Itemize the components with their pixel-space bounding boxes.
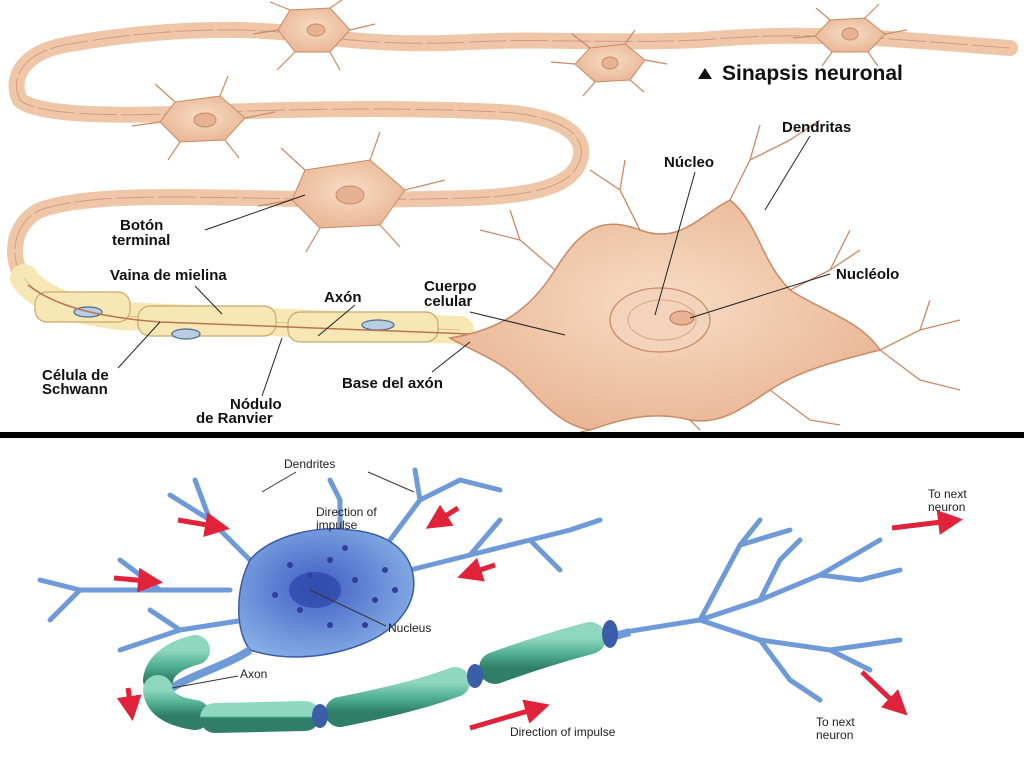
label-cuerpo-celular-1: Cuerpo: [424, 278, 477, 295]
arrow-terminal-top: [891, 509, 963, 535]
arrow-dendrite-left-top: [177, 512, 230, 537]
label-base-del-axon: Base del axón: [342, 375, 443, 392]
label-cuerpo-celular-2: celular: [424, 293, 473, 310]
small-neuron-4: [131, 75, 276, 161]
label-dendrites: Dendrites: [284, 457, 336, 471]
label-axon-es: Axón: [324, 289, 362, 306]
label-nodulo-de-ranvier-1: Nódulo: [230, 396, 282, 413]
small-neuron-1: [252, 0, 376, 71]
arrow-dendrite-right-mid: [457, 557, 496, 582]
arrow-axon-bottom: [469, 699, 550, 731]
impulse-arrows: [113, 504, 963, 731]
nucleus-shape: [609, 287, 711, 353]
green-myelin: [143, 620, 618, 733]
main-neuron: [10, 119, 961, 433]
small-neuron-5: [257, 131, 446, 253]
label-celula-de-schwann-1: Célula de: [42, 367, 109, 384]
main-dendrites: [479, 119, 961, 433]
label-nucleolo: Nucléolo: [836, 266, 900, 283]
label-dendritas: Dendritas: [782, 119, 852, 136]
label-direction-of-impulse-2: impulse: [316, 518, 358, 532]
label-nodulo-de-ranvier-2: de Ranvier: [196, 410, 273, 427]
label-to-next-neuron-top-1: To next: [928, 487, 967, 501]
arrow-dendrite-left-mid: [113, 567, 163, 593]
blue-nucleus: [289, 572, 341, 608]
blue-dendrites: [37, 467, 603, 653]
small-neuron-2: [550, 29, 668, 97]
label-boton-terminal-1: Botón: [120, 217, 164, 234]
label-boton-terminal-2: terminal: [112, 232, 171, 249]
bottom-neuron: [37, 467, 903, 733]
axon-terminals: [622, 517, 903, 703]
bottom-leader-lines: [171, 471, 415, 689]
label-to-next-neuron-bottom-1: To next: [816, 715, 855, 729]
top-neuron-chain: [6, 0, 1018, 286]
label-direction-of-impulse-bottom: Direction of impulse: [510, 725, 616, 739]
nucleolus-shape: [669, 310, 695, 326]
label-nucleus: Nucleus: [388, 621, 432, 635]
label-celula-de-schwann-2: Schwann: [42, 381, 108, 398]
arrow-dendrite-right-top: [425, 504, 460, 529]
label-axon-en: Axon: [240, 667, 268, 681]
title-triangle-icon: [698, 68, 712, 79]
myelin-segments: [34, 291, 439, 343]
label-to-next-neuron-top-2: neuron: [928, 500, 966, 514]
arrow-axon-left: [116, 687, 142, 721]
small-neuron-3: [792, 3, 908, 67]
arrow-terminal-bottom: [860, 670, 908, 716]
panel-divider: [0, 432, 1024, 438]
label-vaina-de-mielina: Vaina de mielina: [110, 267, 227, 284]
nissl-dots: [272, 545, 398, 628]
top-leader-lines: [117, 135, 831, 397]
label-to-next-neuron-bottom-2: neuron: [816, 728, 854, 742]
label-nucleo: Núcleo: [664, 154, 715, 171]
title-sinapsis-neuronal: Sinapsis neuronal: [722, 62, 903, 85]
label-direction-of-impulse-1: Direction of: [316, 505, 377, 519]
